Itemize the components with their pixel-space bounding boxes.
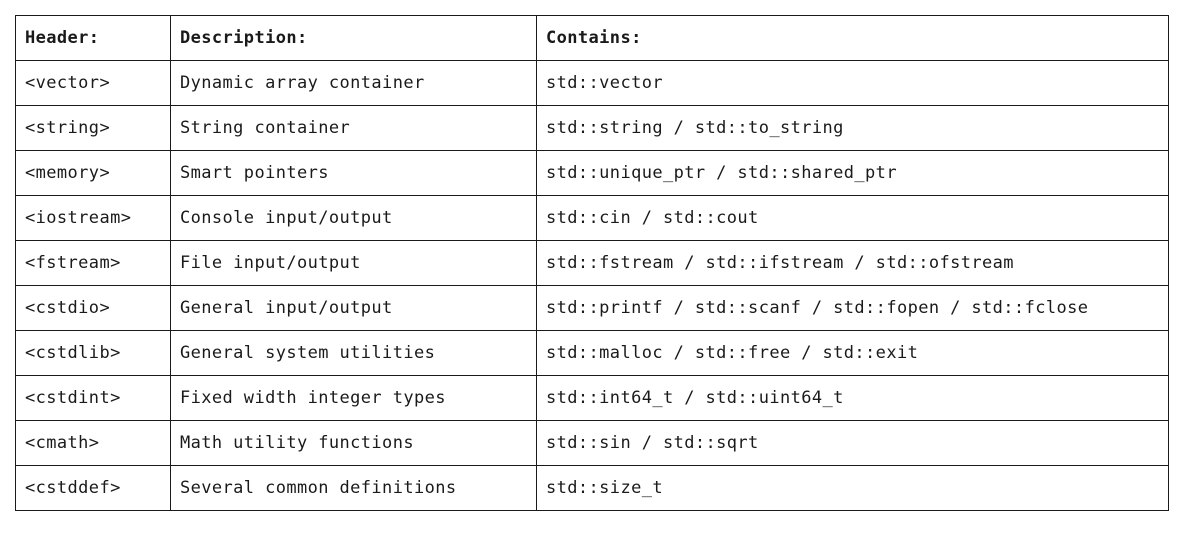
description-cell: General input/output	[170, 285, 537, 331]
header-cell: <string>	[15, 105, 171, 151]
description-cell: String container	[170, 105, 537, 151]
contains-cell: std::printf / std::scanf / std::fopen / …	[536, 285, 1169, 331]
headers-table: Header: Description: Contains: <vector> …	[15, 15, 1169, 511]
header-cell: <cstdio>	[15, 285, 171, 331]
table-row: <cmath> Math utility functions std::sin …	[15, 420, 1169, 466]
contains-cell: std::int64_t / std::uint64_t	[536, 375, 1169, 421]
table-row: <string> String container std::string / …	[15, 105, 1169, 151]
description-cell: Smart pointers	[170, 150, 537, 196]
contains-cell: std::string / std::to_string	[536, 105, 1169, 151]
description-cell: Console input/output	[170, 195, 537, 241]
column-header-contains: Contains:	[536, 15, 1169, 61]
header-cell: <iostream>	[15, 195, 171, 241]
header-cell: <vector>	[15, 60, 171, 106]
contains-cell: std::sin / std::sqrt	[536, 420, 1169, 466]
column-header-description: Description:	[170, 15, 537, 61]
table-row: <cstdlib> General system utilities std::…	[15, 330, 1169, 376]
table-row: <memory> Smart pointers std::unique_ptr …	[15, 150, 1169, 196]
table-row: <iostream> Console input/output std::cin…	[15, 195, 1169, 241]
table-header-row: Header: Description: Contains:	[15, 15, 1169, 61]
contains-cell: std::malloc / std::free / std::exit	[536, 330, 1169, 376]
description-cell: General system utilities	[170, 330, 537, 376]
table-row: <cstddef> Several common definitions std…	[15, 465, 1169, 511]
description-cell: Math utility functions	[170, 420, 537, 466]
table-row: <cstdint> Fixed width integer types std:…	[15, 375, 1169, 421]
description-cell: Several common definitions	[170, 465, 537, 511]
contains-cell: std::unique_ptr / std::shared_ptr	[536, 150, 1169, 196]
header-cell: <cstddef>	[15, 465, 171, 511]
table-row: <vector> Dynamic array container std::ve…	[15, 60, 1169, 106]
contains-cell: std::size_t	[536, 465, 1169, 511]
contains-cell: std::cin / std::cout	[536, 195, 1169, 241]
contains-cell: std::vector	[536, 60, 1169, 106]
description-cell: Dynamic array container	[170, 60, 537, 106]
header-cell: <cstdlib>	[15, 330, 171, 376]
description-cell: File input/output	[170, 240, 537, 286]
header-cell: <cstdint>	[15, 375, 171, 421]
column-header-header: Header:	[15, 15, 171, 61]
header-cell: <cmath>	[15, 420, 171, 466]
description-cell: Fixed width integer types	[170, 375, 537, 421]
header-cell: <fstream>	[15, 240, 171, 286]
header-cell: <memory>	[15, 150, 171, 196]
contains-cell: std::fstream / std::ifstream / std::ofst…	[536, 240, 1169, 286]
table-row: <cstdio> General input/output std::print…	[15, 285, 1169, 331]
table-container: Header: Description: Contains: <vector> …	[15, 15, 1169, 511]
table-row: <fstream> File input/output std::fstream…	[15, 240, 1169, 286]
